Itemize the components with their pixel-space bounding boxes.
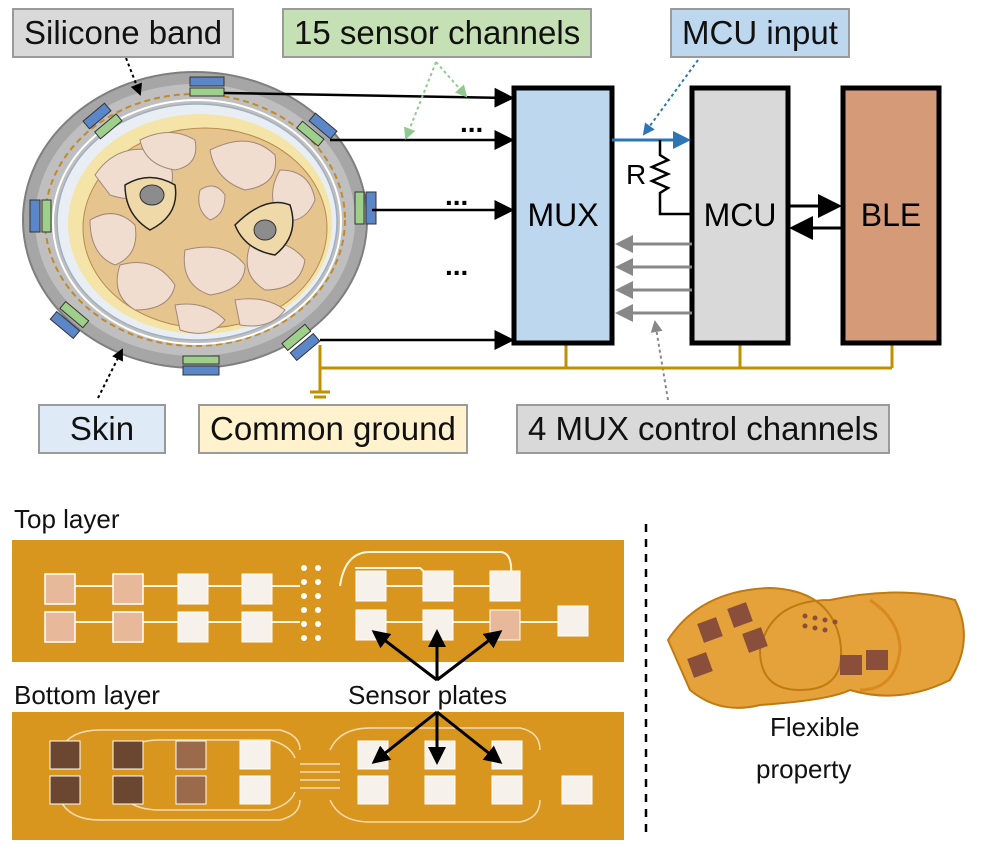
ground-wire (310, 344, 894, 399)
band-sensors (29, 76, 377, 376)
silicone-band-label: Silicone band (12, 8, 235, 58)
svg-text:...: ... (445, 180, 468, 211)
bottom-layer-caption: Bottom layer (14, 680, 160, 710)
flexible-caption-line1: Flexible (770, 712, 860, 742)
mcu-block (689, 85, 791, 346)
leader-mux-control (650, 320, 669, 401)
leader-skin (97, 348, 123, 399)
bottom-layer-pcb (12, 712, 624, 840)
common-ground-label: Common ground (198, 404, 468, 454)
leader-sensor-channels (404, 61, 437, 140)
mcu-input-wire (612, 131, 692, 216)
mux-block (511, 85, 615, 346)
mux-control-label: 4 MUX control channels (516, 404, 891, 454)
resistor-label: R (626, 159, 646, 190)
top-layer-caption: Top layer (14, 504, 120, 534)
svg-text:...: ... (460, 107, 483, 138)
mux-control-lines (615, 235, 692, 322)
mux-label: MUX (527, 197, 598, 233)
svg-text:...: ... (445, 250, 468, 281)
ble-label: BLE (861, 197, 921, 233)
skin-label: Skin (38, 404, 166, 454)
flexible-pcb-photo (666, 586, 965, 709)
flexible-caption-line2: property (756, 754, 852, 784)
sensor-channels-label: 15 sensor channels (282, 8, 593, 58)
top-layer-pcb (12, 540, 624, 662)
sensor-plates-caption: Sensor plates (348, 680, 507, 710)
mcu-input-label: MCU input (670, 8, 850, 58)
leader-silicone (125, 57, 142, 96)
arm-cross-section (22, 71, 368, 369)
mcu-label: MCU (704, 197, 777, 233)
ble-block (840, 85, 942, 346)
sensor-plate-arrows (371, 629, 503, 765)
